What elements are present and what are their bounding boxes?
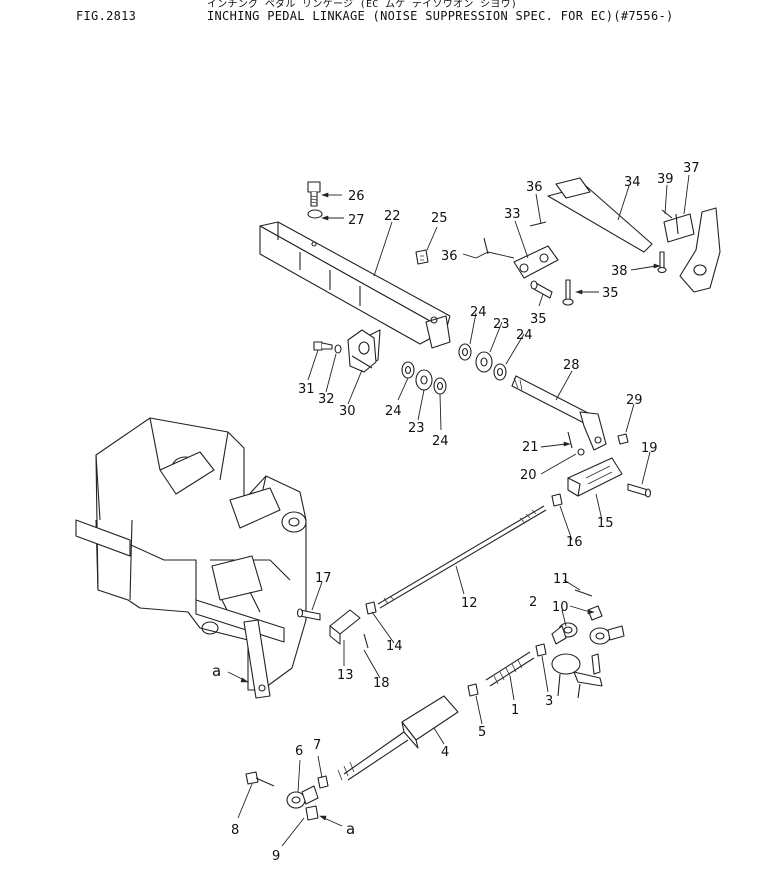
callout-23-right: 23: [493, 317, 510, 332]
callout-18: 18: [373, 676, 390, 691]
reference-a-bottom: a: [346, 820, 355, 838]
bolt-26: [307, 181, 321, 207]
callout-20: 20: [520, 468, 537, 483]
figure-subtitle-katakana: インチング ペダル リンケージ (EC ムケ テイソウオン シヨウ): [207, 0, 518, 10]
callout-28: 28: [563, 358, 580, 373]
pedal-arm: [679, 207, 721, 293]
callout-36-top: 36: [526, 180, 543, 195]
callout-25: 25: [431, 211, 448, 226]
callout-24-c: 24: [385, 404, 402, 419]
washer-20: [577, 448, 585, 456]
pin-11: [574, 589, 593, 597]
callout-labels: 26 27 22 25 36 36 33 34 39 37 38 35 35 2…: [212, 161, 700, 864]
figure-title: INCHING PEDAL LINKAGE (NOISE SUPPRESSION…: [207, 9, 674, 23]
reference-a-left: a: [212, 662, 221, 680]
link-plate-34: [547, 177, 653, 253]
cotter-pin-21: [567, 431, 573, 449]
bolt-31: [313, 341, 333, 351]
nut-29: [617, 433, 629, 445]
bushing-set-right: [458, 343, 507, 381]
clevis-33: [513, 245, 559, 279]
nut-10: [587, 605, 603, 621]
callout-12: 12: [461, 596, 478, 611]
clevis-15: [567, 457, 623, 497]
callout-22: 22: [384, 209, 401, 224]
washer-32: [334, 344, 342, 354]
pin-35a: [530, 280, 553, 299]
pin-36-top: [529, 221, 547, 227]
callout-5: 5: [478, 725, 486, 740]
leader-lines: [227, 174, 690, 847]
callout-24-a: 24: [470, 305, 487, 320]
callout-16: 16: [566, 535, 583, 550]
callout-15: 15: [597, 516, 614, 531]
figure-code: FIG.2813: [76, 9, 137, 23]
pin-17: [296, 608, 321, 621]
callout-29: 29: [626, 393, 643, 408]
pin-39: [661, 209, 673, 219]
transmission-housing: [75, 417, 307, 699]
callout-11: 11: [553, 572, 570, 587]
callout-19: 19: [641, 441, 658, 456]
callout-13: 13: [337, 668, 354, 683]
nut-7: [317, 775, 329, 789]
pedal-lever: [551, 653, 603, 699]
cotter-pin-18: [363, 633, 369, 649]
nut-16: [551, 493, 563, 507]
callout-38: 38: [611, 264, 628, 279]
callout-37: 37: [683, 161, 700, 176]
pin-19: [627, 483, 652, 498]
callout-7: 7: [313, 738, 321, 753]
callout-9: 9: [272, 849, 280, 864]
washer-27: [307, 209, 323, 219]
callout-31: 31: [298, 382, 315, 397]
bolt-38: [657, 251, 667, 274]
bushing-set-left: [401, 361, 447, 395]
clevis-13: [329, 609, 361, 645]
rod-end-right: [589, 625, 625, 645]
pin-35b: [562, 279, 574, 306]
rod-end-2: [551, 622, 578, 645]
bolt-25: [415, 249, 429, 265]
pin-36-left: [483, 237, 489, 255]
callout-32: 32: [318, 392, 335, 407]
rod-1: [485, 651, 535, 687]
nut-5: [467, 683, 479, 697]
callout-27: 27: [348, 213, 365, 228]
callout-24-b: 24: [516, 328, 533, 343]
callout-36-left: 36: [441, 249, 458, 264]
callout-33: 33: [504, 207, 521, 222]
callout-35-right: 35: [602, 286, 619, 301]
callout-39: 39: [657, 172, 674, 187]
clamp-30: [347, 329, 377, 373]
bolt-8: [245, 771, 275, 787]
callout-4: 4: [441, 745, 449, 760]
callout-24-d: 24: [432, 434, 449, 449]
callout-2: 2: [529, 595, 537, 610]
callout-35-left: 35: [530, 312, 547, 327]
callout-10: 10: [552, 600, 569, 615]
nut-14: [365, 601, 377, 615]
callout-23-left: 23: [408, 421, 425, 436]
callout-17: 17: [315, 571, 332, 586]
callout-6: 6: [295, 744, 303, 759]
callout-26: 26: [348, 189, 365, 204]
bracket-37: [663, 213, 695, 243]
rod-end-6: [286, 785, 319, 809]
nut-9: [305, 805, 319, 821]
callout-3: 3: [545, 694, 553, 709]
rod-12: [377, 505, 547, 609]
callout-14: 14: [386, 639, 403, 654]
callout-8: 8: [231, 823, 239, 838]
callout-34: 34: [624, 175, 641, 190]
turnbuckle-4: [337, 695, 459, 781]
support-bracket-22: [259, 221, 451, 369]
callout-21: 21: [522, 440, 539, 455]
lever-shaft-28: [511, 375, 607, 451]
callout-30: 30: [339, 404, 356, 419]
nut-3: [535, 643, 547, 657]
callout-1: 1: [511, 703, 519, 718]
